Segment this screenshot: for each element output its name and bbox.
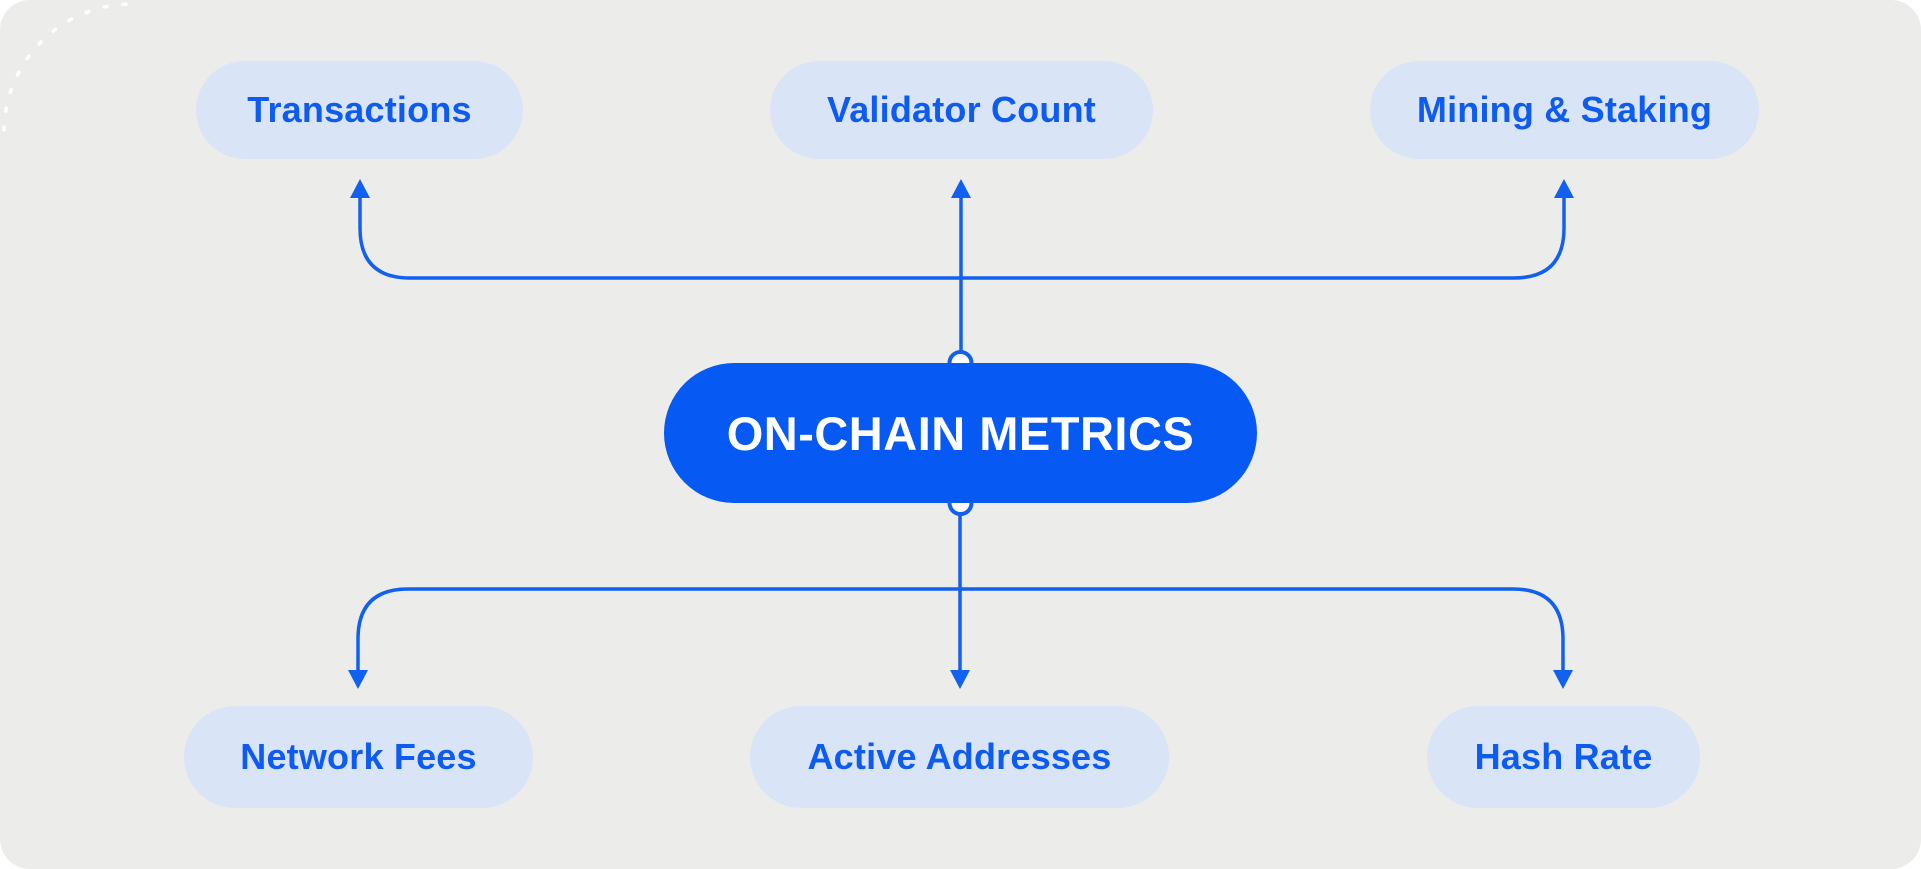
node-validator-count-label: Validator Count: [826, 89, 1096, 130]
corner-dotted-arc: [2, 2, 134, 132]
arrowhead-up-transactions: [350, 179, 370, 198]
arrowhead-up-validator-count: [951, 179, 971, 198]
node-validator-count: Validator Count: [770, 61, 1153, 159]
center-hub: ON-CHAIN METRICS: [664, 363, 1257, 503]
node-mining-staking: Mining & Staking: [1370, 61, 1759, 159]
node-active-addresses: Active Addresses: [750, 706, 1169, 808]
center-hub-label: ON-CHAIN METRICS: [726, 406, 1195, 460]
node-network-fees-label: Network Fees: [240, 736, 477, 777]
node-transactions-label: Transactions: [247, 89, 472, 130]
node-mining-staking-label: Mining & Staking: [1416, 89, 1713, 130]
arrowhead-up-mining-staking: [1554, 179, 1574, 198]
arrowhead-down-hash-rate: [1553, 670, 1573, 689]
node-hash-rate: Hash Rate: [1427, 706, 1700, 808]
node-network-fees: Network Fees: [184, 706, 533, 808]
node-hash-rate-label: Hash Rate: [1474, 736, 1653, 777]
arrowhead-down-active-addresses: [950, 670, 970, 689]
node-active-addresses-label: Active Addresses: [807, 736, 1112, 777]
node-transactions: Transactions: [196, 61, 523, 159]
arrowhead-down-network-fees: [348, 670, 368, 689]
